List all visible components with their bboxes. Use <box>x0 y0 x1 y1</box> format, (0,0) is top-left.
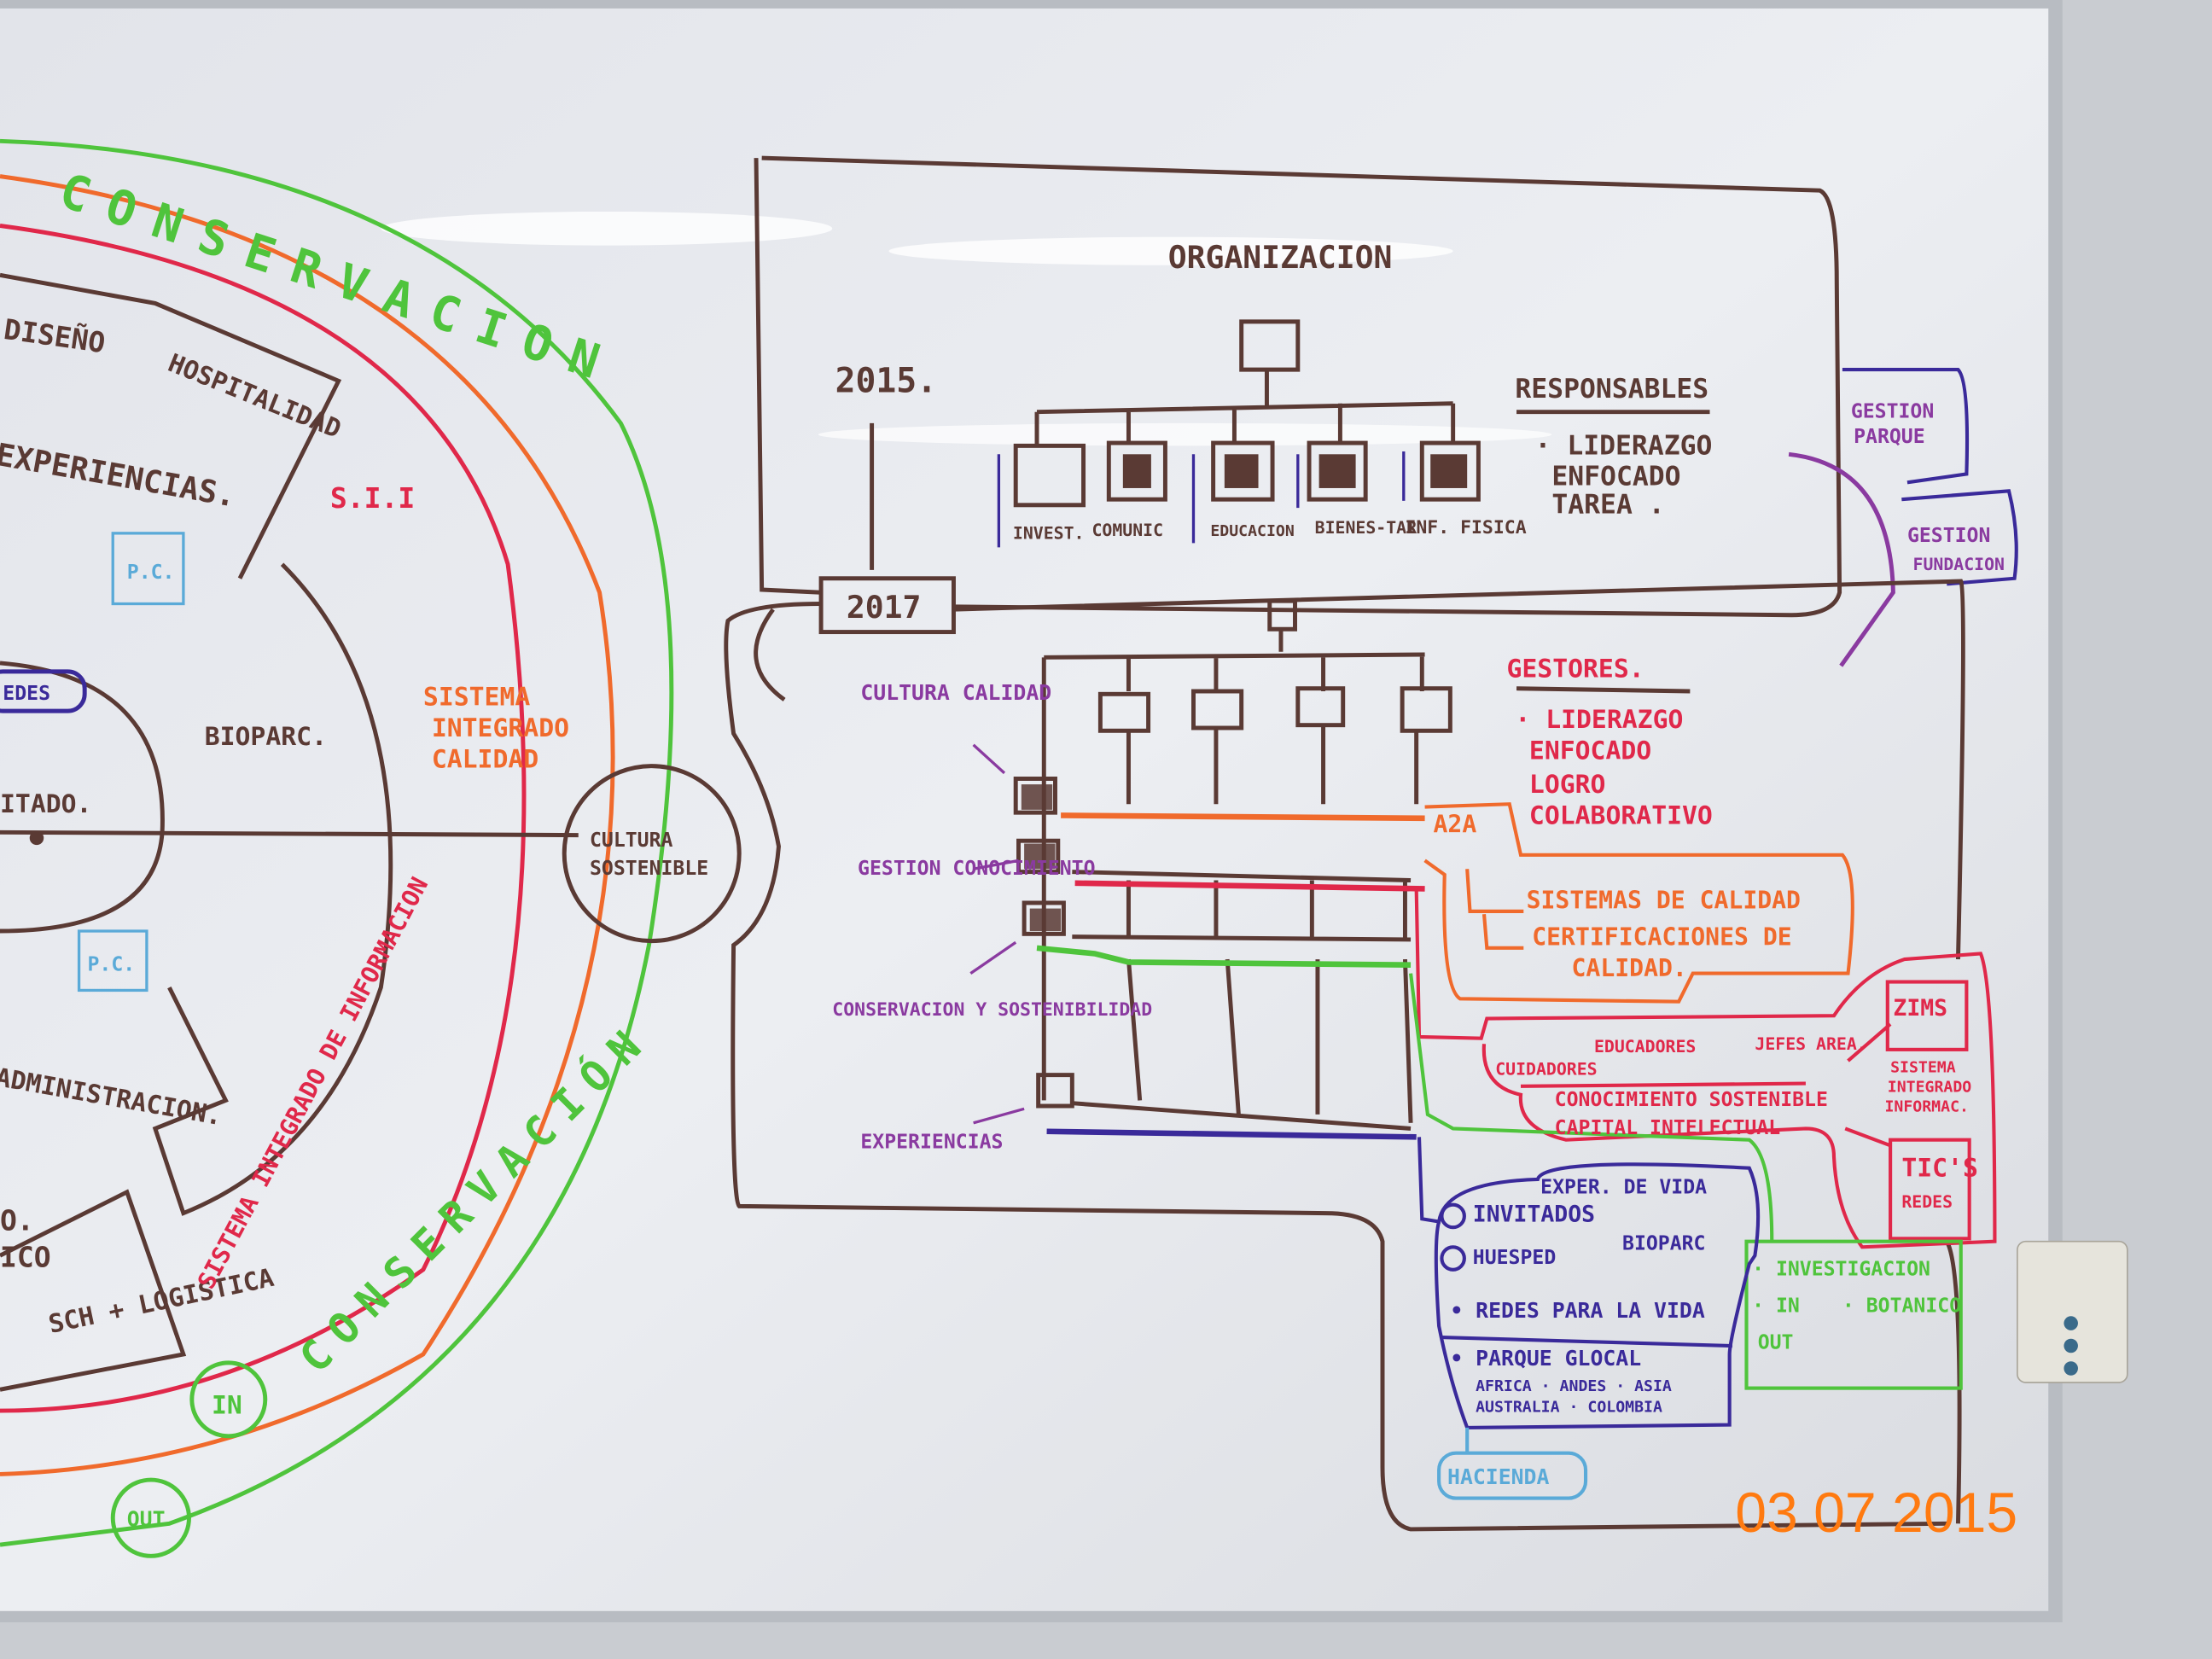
dept-educacion: EDUCACION <box>1210 522 1294 540</box>
gestion-parque-line2: PARQUE <box>1854 426 1925 448</box>
glare <box>381 211 833 246</box>
organizacion-title: ORGANIZACION <box>1168 239 1393 276</box>
gestores-item: ENFOCADO <box>1529 736 1651 765</box>
redes-para-la-vida: • REDES PARA LA VIDA <box>1450 1298 1704 1323</box>
pc-top-label: P.C. <box>127 562 175 584</box>
investigacion-in: · IN <box>1752 1295 1800 1317</box>
responsables-item: TAREA . <box>1551 490 1664 521</box>
cultura-line1: CULTURA <box>590 830 673 852</box>
gestion-fundacion-line1: GESTION <box>1907 525 1990 547</box>
segment-ico: ICO <box>0 1240 51 1273</box>
sistema-calidad-line1: SISTEMA <box>423 683 530 713</box>
investigacion-label: · INVESTIGACION <box>1752 1258 1930 1280</box>
sistema-calidad-line2: INTEGRADO <box>432 713 569 743</box>
gestores-item: LOGRO <box>1529 770 1606 800</box>
gestores-box <box>724 579 1965 1532</box>
gestores-item: COLABORATIVO <box>1529 800 1713 830</box>
glare <box>888 236 1453 265</box>
gestores-title: GESTORES. <box>1506 654 1644 684</box>
bioparc-label: BIOPARC <box>1622 1233 1705 1255</box>
people-cuidadores: CUIDADORES <box>1495 1060 1597 1080</box>
zims-caption: INTEGRADO <box>1888 1078 1972 1096</box>
exper-item-invitados: INVITADOS <box>1473 1202 1595 1228</box>
wall-switch <box>2017 1240 2128 1383</box>
year-2015: 2015. <box>835 362 937 401</box>
conocimiento-line1: CONOCIMIENTO SOSTENIBLE <box>1555 1089 1828 1111</box>
tics-sub-label: REDES <box>1901 1192 1953 1212</box>
exper-vida-title: EXPER. DE VIDA <box>1540 1176 1707 1198</box>
parque-glocal: • PARQUE GLOCAL <box>1450 1346 1641 1371</box>
people-educadores: EDUCADORES <box>1594 1037 1696 1057</box>
cultura-line2: SOSTENIBLE <box>590 858 708 880</box>
regions-line1: AFRICA · ANDES · ASIA <box>1476 1377 1672 1395</box>
zims-caption: SISTEMA <box>1890 1058 1956 1076</box>
department-arrows <box>997 451 1406 548</box>
conocimiento-line2: CAPITAL INTELECTUAL <box>1555 1117 1781 1139</box>
a2a-label: A2A <box>1434 810 1477 838</box>
tics-label: TIC'S <box>1901 1154 1978 1184</box>
resultado-label: ITADO. <box>0 789 91 819</box>
exper-item-huesped: HUESPED <box>1473 1247 1556 1269</box>
bioparc-center-label: BIOPARC. <box>205 722 327 752</box>
calidad-item: CALIDAD. <box>1572 954 1687 982</box>
responsables-item: ENFOCADO <box>1551 462 1680 492</box>
calidad-item: SISTEMAS DE CALIDAD <box>1527 887 1801 915</box>
people-jefes-area: JEFES AREA. <box>1755 1034 1866 1054</box>
responsables-title: RESPONSABLES <box>1515 374 1708 405</box>
segment-o: O. <box>0 1203 34 1237</box>
zims-label: ZIMS <box>1893 995 1947 1022</box>
date-stamp: 03 07 2015 <box>1735 1481 2017 1545</box>
sii-label: S.I.I <box>330 481 415 515</box>
gestion-parque-line1: GESTION <box>1851 400 1934 422</box>
gestores-item: · LIDERAZGO <box>1515 705 1683 735</box>
out-label: OUT <box>127 1507 166 1532</box>
sistema-calidad-line3: CALIDAD <box>432 744 538 774</box>
botanico-label: · BOTANICO <box>1842 1295 1961 1317</box>
circular-diagram <box>0 138 742 1558</box>
gestion-fundacion-line2: FUNDACION <box>1913 555 2005 574</box>
row-label-cultura-calidad: CULTURA CALIDAD <box>860 680 1051 705</box>
year-2017: 2017 <box>847 589 922 626</box>
row-label-experiencias: EXPERIENCIAS <box>860 1132 1003 1154</box>
regions-line2: AUSTRALIA · COLOMBIA <box>1476 1399 1662 1417</box>
glare <box>818 422 1552 446</box>
dept-comunic: COMUNIC <box>1091 521 1163 540</box>
dept-invest: INVEST. <box>1013 523 1085 543</box>
dept-bienestar: BIENES-TAR <box>1315 518 1417 538</box>
calidad-item: CERTIFICACIONES DE <box>1532 923 1791 952</box>
dept-inf-fisica: INF. FISICA <box>1405 517 1526 538</box>
responsables-item: · LIDERAZGO <box>1535 430 1713 461</box>
row-label-conservacion: CONSERVACION Y SOSTENIBILIDAD <box>832 999 1152 1021</box>
pc-bottom-label: P.C. <box>87 953 135 975</box>
row-label-gestion-conocimiento: GESTION CONOCIMIENTO <box>858 858 1095 880</box>
in-label: IN <box>212 1390 242 1420</box>
investigacion-out: OUT <box>1758 1331 1794 1353</box>
organizacion-box <box>754 155 1842 635</box>
hacienda-label: HACIENDA <box>1447 1464 1549 1489</box>
redes-label: EDES <box>3 683 50 705</box>
zims-caption: INFORMAC. <box>1884 1098 1968 1116</box>
